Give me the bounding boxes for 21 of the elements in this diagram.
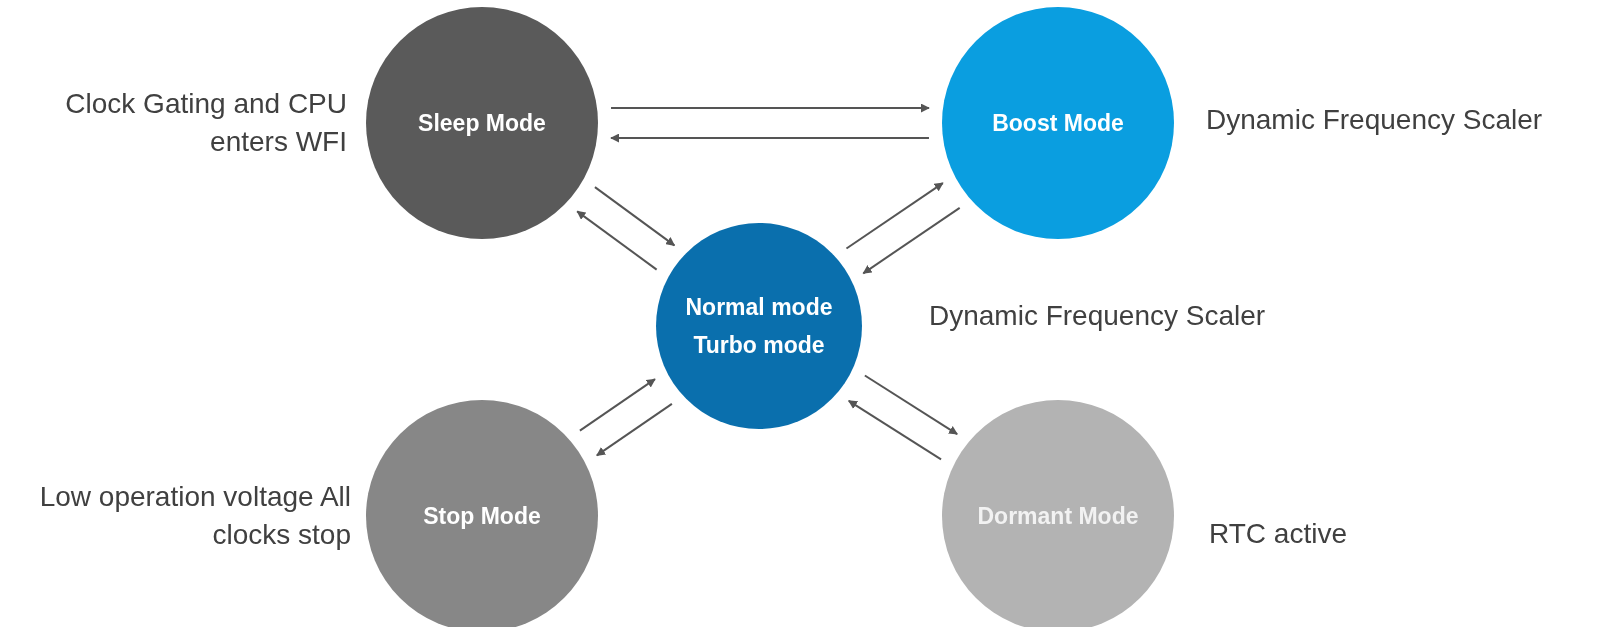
arrow (845, 182, 944, 250)
arrow (847, 399, 943, 461)
arrow (862, 206, 961, 275)
mode-name: Sleep Mode (417, 109, 547, 138)
arrow (610, 103, 930, 113)
mode-description: Dynamic Frequency Scaler (1206, 103, 1544, 137)
mode-description: Clock Gating and CPU enters WFI (64, 87, 347, 159)
arrow (610, 133, 930, 143)
mode-description: Dynamic Frequency Scaler (929, 299, 1267, 333)
arrow (863, 374, 959, 436)
mode-name: Turbo mode (692, 331, 826, 360)
mode-description: RTC active (1209, 517, 1348, 551)
arrow (576, 210, 658, 271)
arrow (593, 186, 676, 247)
mode-name: Boost Mode (991, 109, 1125, 138)
mode-name: Normal mode (684, 293, 834, 322)
arrow (595, 402, 673, 457)
arrow (578, 378, 656, 432)
mode-name: Dormant Mode (976, 502, 1140, 531)
mode-description: Low operation voltage All clocks stop (38, 480, 351, 552)
mode-name: Stop Mode (422, 502, 542, 531)
